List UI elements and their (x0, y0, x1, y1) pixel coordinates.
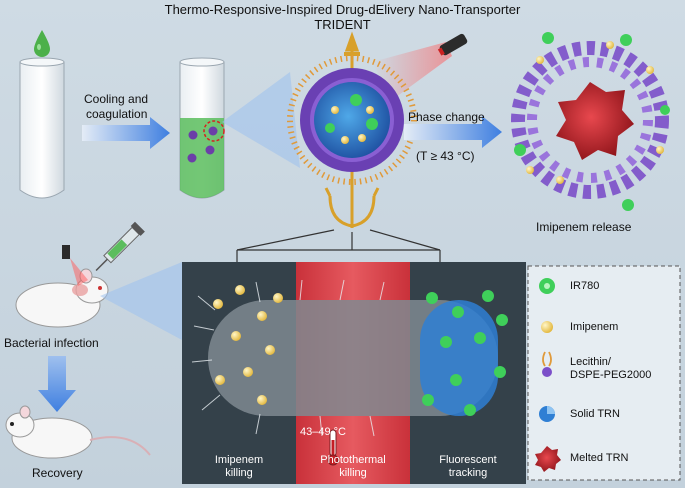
laser-beam (372, 42, 452, 100)
trident-nanoparticle (287, 55, 417, 185)
panel-caption-photothermal-line2: killing (339, 467, 367, 479)
panel-caption-photothermal-line1: Photothermal (320, 454, 386, 466)
legend-imipenem: Imipenem (570, 321, 618, 334)
solid-trn-icon (539, 406, 555, 422)
syringe-icon (95, 221, 145, 272)
laser-pointer-icon-2 (62, 245, 70, 259)
legend-melted-trn: Melted TRN (570, 452, 628, 465)
legend-melted-trn-label: Melted TRN (570, 452, 629, 464)
imipenem-dot-icon (541, 321, 553, 333)
panel-caption-fluorescent-line1: Fluorescent (439, 454, 497, 466)
step-cooling-line1: Cooling and (84, 92, 149, 106)
temp-range-label: 43–49 °C (300, 426, 346, 438)
legend-ir780: IR780 (570, 280, 599, 293)
zoom-cone (222, 72, 300, 168)
arrow-cooling (82, 117, 170, 149)
legend-imipenem-label: Imipenem (570, 321, 619, 333)
green-droplet-icon (34, 30, 50, 57)
test-tube-coagulated (179, 57, 225, 199)
lipid-icon (542, 351, 552, 377)
infection-laser-beam (70, 258, 88, 286)
release-label: Imipenem release (536, 220, 632, 234)
panel-caption-fluorescent-line2: tracking (448, 467, 488, 479)
ir780-stars (422, 290, 508, 416)
step-cooling-line2: coagulation (86, 107, 148, 121)
infected-mouse (15, 268, 109, 328)
released-nanoparticle (511, 32, 670, 211)
test-tube-empty (19, 57, 65, 199)
imipenem-particles (213, 285, 283, 405)
phase-condition-label: (T ≥ 43 °C) (416, 149, 475, 163)
legend-box (527, 265, 681, 481)
arrow-phase-change (404, 116, 502, 148)
panel-caption-imipenem-line1: Imipenem (214, 454, 264, 466)
recovery-label: Recovery (32, 466, 83, 480)
infection-zoom-cone (100, 262, 182, 340)
arrow-recovery (38, 356, 76, 412)
legend-lipid-label-line1: Lecithin/ (570, 356, 611, 368)
infection-label: Bacterial infection (4, 336, 99, 350)
phase-change-label: Phase change (408, 110, 485, 124)
title-line-1: Thermo-Responsive-Inspired Drug-dElivery… (164, 2, 521, 17)
laser-pointer-icon (437, 33, 468, 56)
legend-solid-trn: Solid TRN (570, 408, 620, 421)
panel-caption-fluorescent: Fluorescent tracking (410, 454, 526, 480)
panel-caption-photothermal: Photothermal killing (296, 454, 410, 480)
legend-lipid-label-line2: DSPE-PEG2000 (570, 369, 652, 381)
ir780-star-icon (539, 278, 555, 294)
thermometer-icon (327, 429, 339, 466)
panel-caption-imipenem-line2: killing (225, 467, 253, 479)
panel-caption-imipenem: Imipenem killing (182, 454, 296, 480)
panel-connector (236, 229, 441, 262)
legend-ir780-label: IR780 (570, 280, 600, 292)
melted-trn-icon (535, 446, 561, 472)
recovered-mouse (5, 405, 151, 459)
title-line-2: TRIDENT (314, 17, 371, 32)
legend-solid-trn-label: Solid TRN (570, 408, 620, 420)
legend-lipid: Lecithin/ DSPE-PEG2000 (570, 356, 651, 382)
bacterium (191, 279, 498, 437)
